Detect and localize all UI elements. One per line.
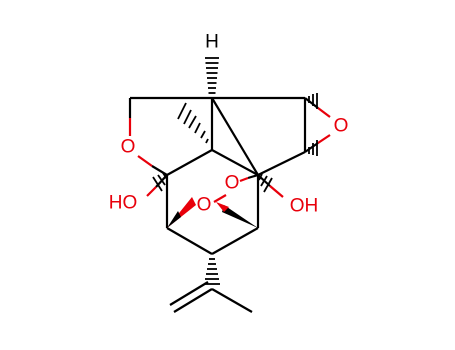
hash-c13-isopropenyl bbox=[204, 258, 220, 285]
bridge-oxygen-upper-label: O bbox=[225, 173, 240, 194]
bond-c11-c13 bbox=[166, 227, 213, 255]
hydrogen-label: H bbox=[205, 32, 219, 53]
bond-c14-ch3 bbox=[211, 288, 253, 313]
hash-c8-methyl bbox=[177, 102, 209, 144]
bond-o1-c9 bbox=[137, 155, 153, 167]
hash-c5-h bbox=[205, 57, 219, 94]
bond-c12-c13 bbox=[211, 227, 259, 255]
hash-c7-epox bbox=[308, 140, 318, 156]
bond-c8-c10 bbox=[211, 149, 259, 176]
hash-bonds bbox=[152, 57, 318, 285]
bond-c7-o-epox bbox=[317, 134, 331, 144]
bond-c8-c9 bbox=[166, 149, 213, 176]
hash-c9-oh bbox=[152, 172, 168, 192]
hash-c10-oh bbox=[258, 173, 273, 193]
carbon-bonds bbox=[130, 96, 307, 313]
wedge-bonds bbox=[167, 197, 258, 228]
bond-c14-ch2-a bbox=[173, 288, 213, 313]
bond-o-o-peroxide bbox=[213, 194, 227, 203]
bond-c14-ch2-b bbox=[169, 281, 209, 306]
hash-c6-epox bbox=[308, 93, 318, 109]
bond-c6-o-epox bbox=[317, 107, 331, 118]
bond-c9-oh bbox=[146, 186, 157, 197]
hydroxyl-right-label: OH bbox=[290, 196, 319, 217]
bond-c5-c10 bbox=[211, 97, 259, 176]
atom-labels: H O O O O HO OH bbox=[109, 32, 349, 217]
epoxide-oxygen-label: O bbox=[334, 116, 349, 137]
bond-c10-o-bridge bbox=[239, 176, 249, 183]
wedge-o-bridge-c12 bbox=[222, 205, 258, 228]
bond-c7-c10 bbox=[257, 151, 306, 176]
bond-c10-oh bbox=[269, 185, 284, 198]
ring-oxygen-label: O bbox=[121, 137, 136, 158]
bridge-oxygen-lower-label: O bbox=[197, 195, 212, 216]
hydroxyl-left-label: HO bbox=[109, 193, 138, 214]
heteroatom-bonds bbox=[128, 97, 331, 203]
